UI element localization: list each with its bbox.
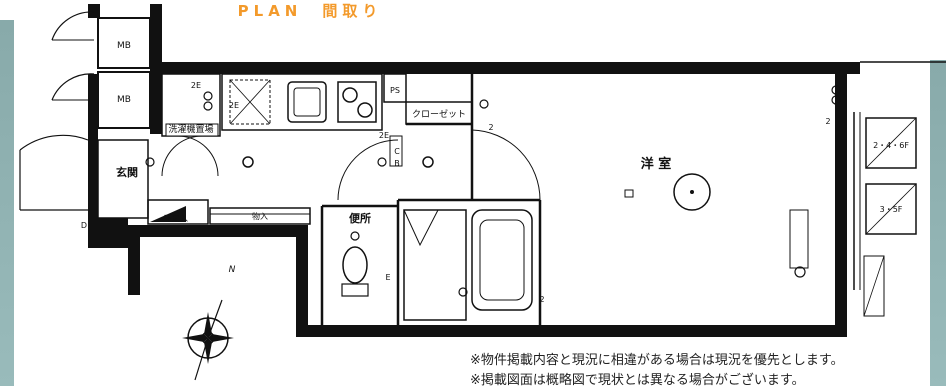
- storage-closet: [209, 207, 311, 225]
- ac-label-upper: 2・4・6F: [873, 141, 909, 150]
- ceiling-light: [673, 173, 711, 211]
- ac-label-lower: 3・5F: [880, 205, 903, 214]
- plan-heading: PLAN 間取り: [237, 2, 383, 20]
- fixture-mark-b: B: [394, 159, 400, 168]
- d-mark: D: [81, 221, 87, 230]
- interior-walls: [320, 74, 542, 325]
- washroom: [403, 209, 467, 321]
- outlet-mark-2e-bottom: 2E: [229, 101, 239, 110]
- kitchen-sink: [287, 81, 327, 123]
- fixture-mark-c: C: [394, 147, 400, 156]
- number-mark-room: 2: [825, 117, 830, 126]
- hall-door-swing: [337, 139, 399, 201]
- room-door-swing: [471, 129, 541, 201]
- outlet-mark-2e-top: 2E: [191, 81, 201, 90]
- entrance-label: 玄関: [116, 165, 138, 179]
- exterior-walls: [88, 4, 860, 337]
- disclaimer-note-2: ※掲載図面は概略図で現状とは異なる場合がございます。: [470, 373, 805, 388]
- toilet-label: 便所: [349, 211, 371, 225]
- laundry-label: 洗濯機置場: [168, 123, 213, 135]
- ac-outdoor-unit-lower: [865, 183, 917, 235]
- stove: [337, 81, 377, 123]
- entrance-area: [97, 139, 149, 219]
- western-room-label: 洋 室: [641, 156, 672, 172]
- storage-label: 物入: [252, 211, 268, 221]
- ps-box: [383, 73, 407, 103]
- ps-label: PS: [390, 86, 400, 95]
- mb-label-lower: MB: [117, 95, 131, 105]
- mb-door-lower: [51, 73, 95, 101]
- kitchen-counter: [221, 73, 383, 131]
- outlet-mark-2e-closet: 2E: [379, 131, 389, 140]
- disclaimer-note-1: ※物件掲載内容と現況に相違がある場合は現況を優先とします。: [470, 353, 844, 368]
- shoe-box-label: 下足入: [164, 214, 188, 223]
- toilet-bowl: [342, 246, 368, 284]
- entrance-door-swing: [19, 134, 89, 151]
- bathtub: [471, 209, 533, 311]
- outlet-mark-e-toilet: E: [385, 273, 390, 282]
- compass-north-label: N: [229, 265, 236, 275]
- closet-label: クローゼット: [412, 108, 466, 120]
- mb-closet-upper: [97, 17, 151, 69]
- shoe-box: [147, 199, 209, 225]
- mb-label-upper: MB: [117, 41, 131, 51]
- background-building-photo-left: [0, 20, 14, 386]
- compass-rose: N: [182, 265, 236, 381]
- ac-outdoor-unit-upper: [865, 117, 917, 169]
- mb-door-upper: [51, 11, 95, 41]
- mb-closet-lower: [97, 71, 151, 129]
- number-mark-closet: 2: [488, 123, 493, 132]
- background-building-photo-right: [930, 60, 946, 386]
- number-mark-bath: 2: [539, 295, 544, 304]
